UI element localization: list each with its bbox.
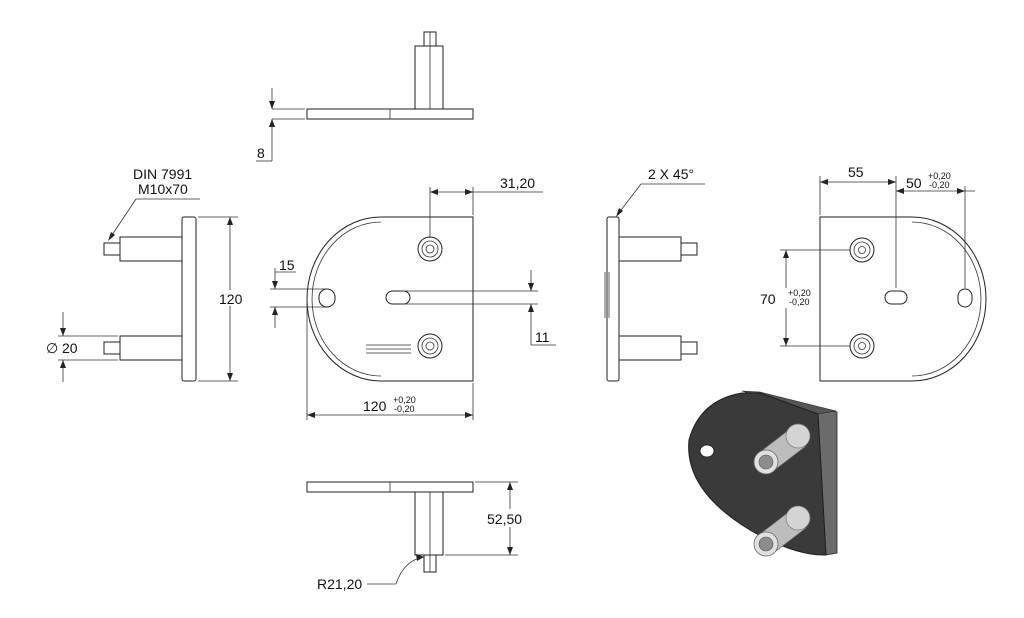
right-view-upper-pin-tip bbox=[680, 242, 698, 256]
lower-countersunk-hole bbox=[417, 333, 443, 359]
front-view: 15 31,20 11 120 +0,20 -0,20 bbox=[270, 175, 556, 420]
left-slot bbox=[318, 288, 336, 308]
dim-diameter-20: 20 bbox=[62, 340, 78, 356]
left-view-lower-pin bbox=[119, 335, 183, 361]
dim-70: 70 bbox=[760, 291, 776, 307]
label-din-standard: DIN 7991 bbox=[133, 166, 192, 182]
dim-50: 50 bbox=[906, 175, 922, 191]
right-view-lower-pin bbox=[618, 335, 682, 361]
tol-plus-width: +0,20 bbox=[393, 395, 416, 405]
isometric-view bbox=[688, 390, 838, 557]
iso-lower-pin bbox=[753, 505, 811, 557]
right-side-view: 2 X 45° bbox=[604, 166, 705, 382]
dim-thickness-8: 8 bbox=[257, 145, 265, 161]
tol-minus-width: -0,20 bbox=[394, 404, 415, 414]
right-view-upper-pin bbox=[618, 236, 682, 262]
dim-55: 55 bbox=[848, 164, 864, 180]
tol-minus-70: -0,20 bbox=[789, 297, 810, 307]
back-center-slot bbox=[884, 290, 908, 305]
iso-hole bbox=[699, 444, 715, 458]
bottom-view-pin bbox=[414, 491, 444, 556]
back-right-slot bbox=[957, 288, 973, 308]
bottom-view: 52,50 R21,20 bbox=[306, 481, 532, 592]
iso-plate-face bbox=[688, 392, 827, 556]
label-chamfer: 2 X 45° bbox=[648, 166, 694, 182]
left-view-upper-pin bbox=[119, 236, 183, 262]
left-side-view: DIN 7991 M10x70 120 ∅ 20 bbox=[46, 166, 244, 382]
tol-plus-50: +0,20 bbox=[928, 171, 951, 181]
left-view-plate bbox=[181, 216, 197, 382]
tol-minus-50: -0,20 bbox=[929, 180, 950, 190]
dim-radius: R21,20 bbox=[317, 576, 362, 592]
top-view: 8 bbox=[256, 31, 474, 162]
dim-11: 11 bbox=[535, 329, 550, 345]
diameter-symbol: ∅ bbox=[46, 340, 58, 356]
center-slot bbox=[385, 290, 411, 305]
top-view-pin bbox=[414, 45, 444, 110]
iso-upper-pin bbox=[753, 423, 811, 475]
label-screw-size: M10x70 bbox=[138, 181, 188, 197]
right-view-plate bbox=[606, 216, 620, 382]
dim-31-20: 31,20 bbox=[500, 175, 535, 191]
left-view-upper-pin-tip bbox=[103, 242, 121, 256]
dim-width-120: 120 bbox=[363, 398, 387, 414]
dim-52-50: 52,50 bbox=[487, 511, 522, 527]
dim-height-120: 120 bbox=[219, 291, 243, 307]
back-view: 55 50 +0,20 -0,20 70 +0,20 -0,20 bbox=[758, 164, 987, 382]
left-view-lower-pin-tip bbox=[103, 341, 121, 355]
right-view-lower-pin-tip bbox=[680, 341, 698, 355]
dim-15: 15 bbox=[279, 257, 295, 273]
tol-plus-70: +0,20 bbox=[788, 288, 811, 298]
